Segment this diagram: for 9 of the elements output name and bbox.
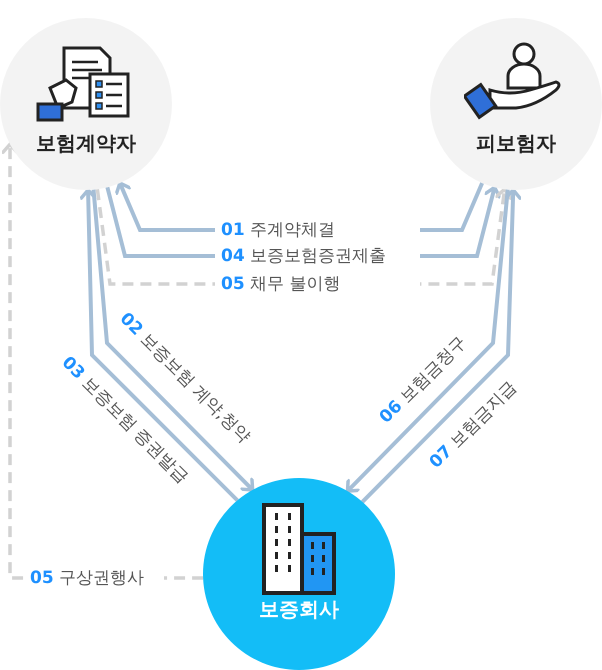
circle-label: 보험계약자: [35, 130, 137, 157]
circle-label: 보증회사: [258, 596, 340, 623]
edge-label: 04 보증보험증권제출: [215, 245, 420, 267]
edge-label: 01 주계약체결: [215, 219, 420, 241]
circle-label: 피보험자: [475, 130, 557, 157]
arrow: [346, 189, 510, 493]
arrow: [360, 188, 522, 504]
arrow: [80, 188, 239, 502]
arrow: [92, 190, 254, 492]
